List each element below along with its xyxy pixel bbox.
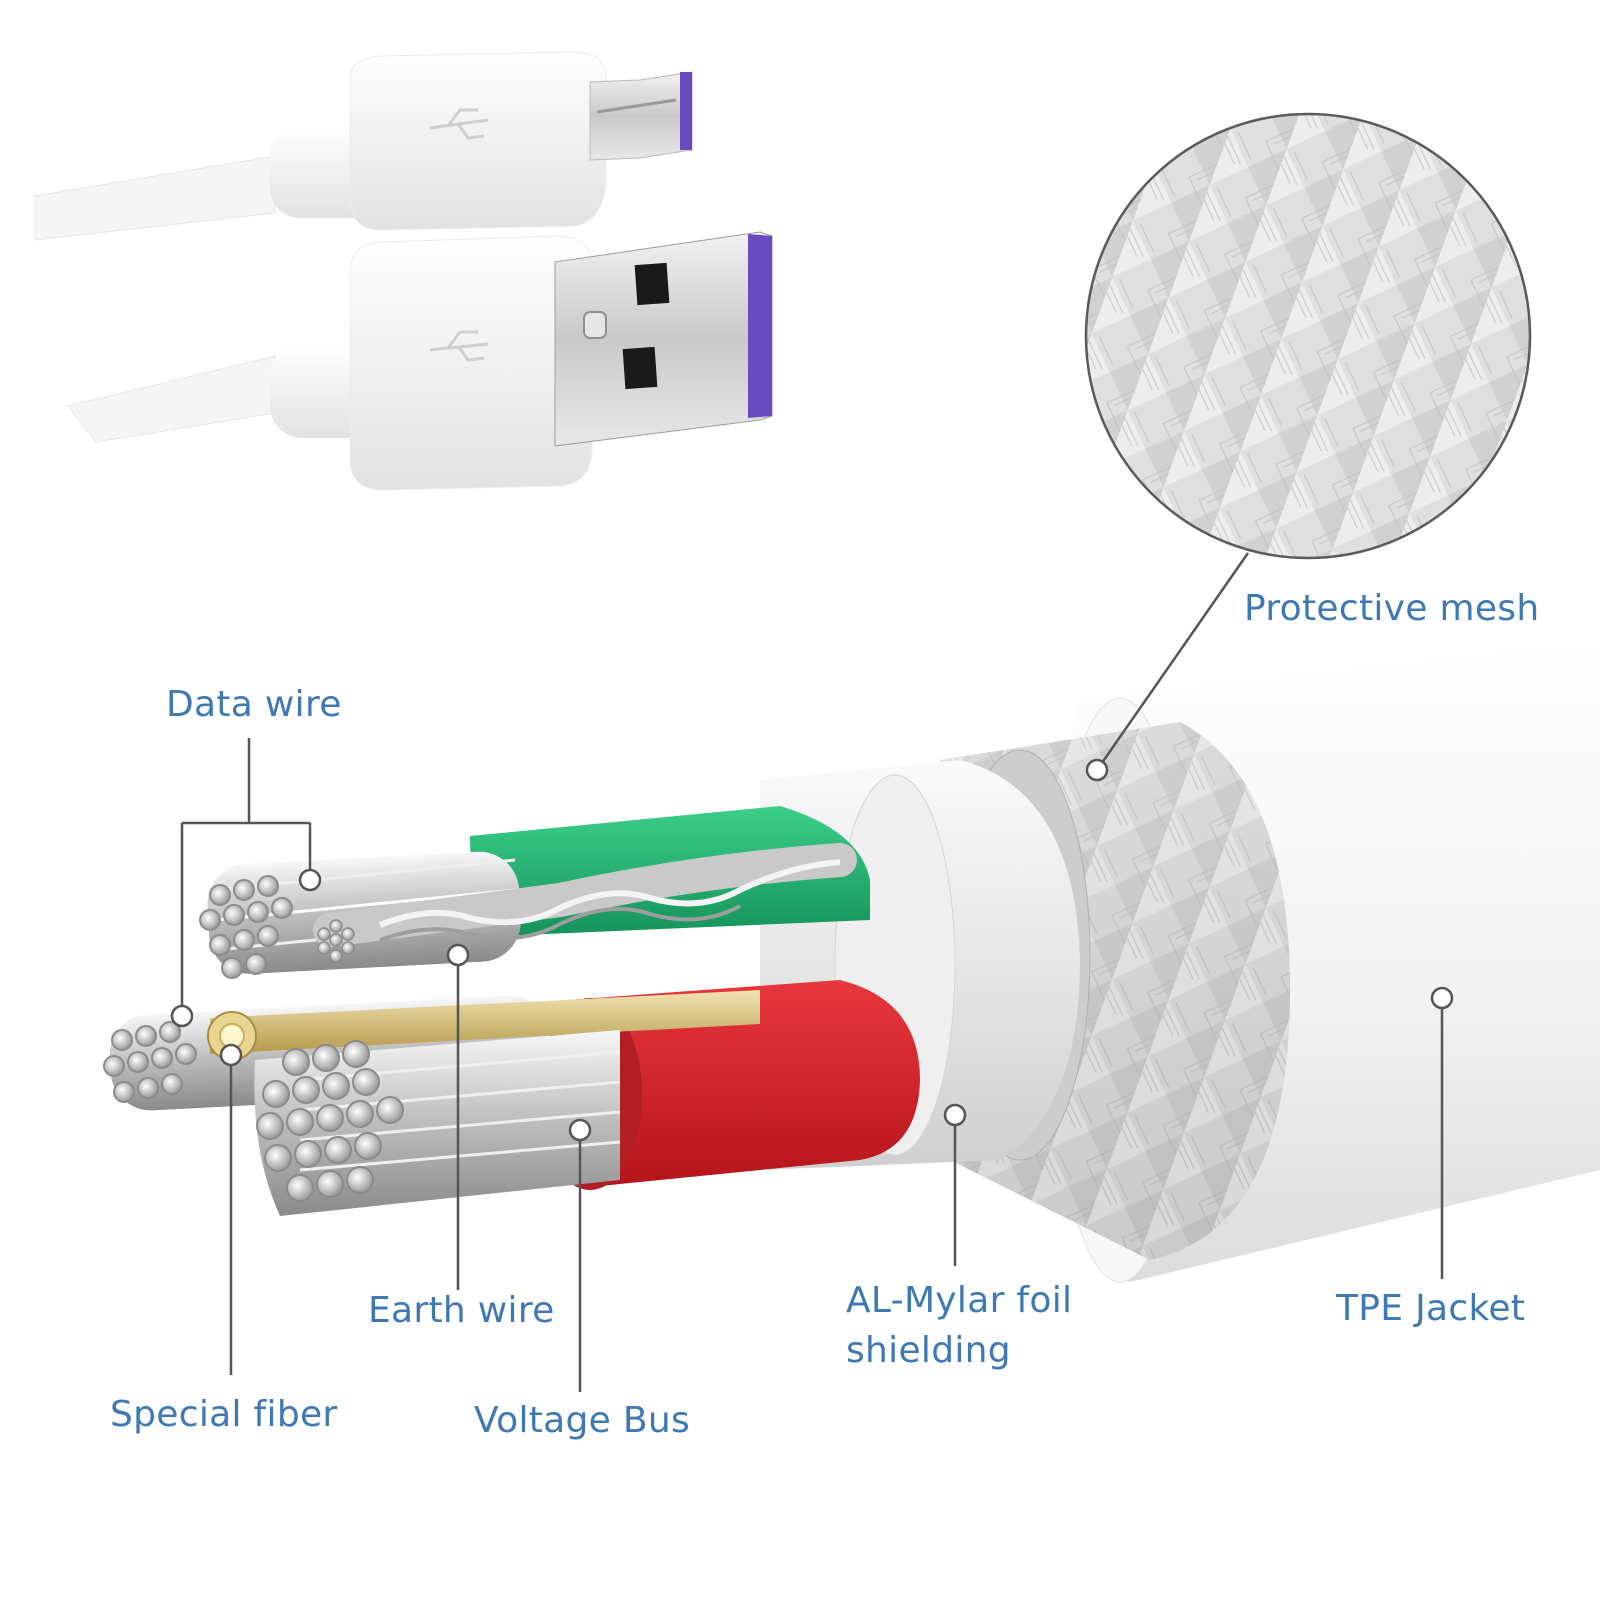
cable-cross-section <box>103 640 1600 1283</box>
label-tpe-jacket: TPE Jacket <box>1336 1288 1526 1329</box>
earth-wire-twisted <box>313 843 857 963</box>
label-protective-mesh: Protective mesh <box>1244 588 1540 629</box>
label-data-wire: Data wire <box>166 684 342 725</box>
leader-lines <box>180 552 1444 1392</box>
label-al-mylar-foil-line2: shielding <box>846 1330 1011 1371</box>
voltage-bus-strands <box>254 1030 621 1216</box>
label-special-fiber: Special fiber <box>110 1394 338 1435</box>
label-al-mylar-foil-line1: AL-Mylar foil <box>846 1280 1073 1321</box>
micro-usb-connector <box>34 51 693 241</box>
callout-dots <box>170 758 1454 1142</box>
usb-symbol-icon <box>429 108 489 140</box>
usb-symbol-icon <box>429 330 489 362</box>
usb-a-connector <box>67 231 773 491</box>
label-earth-wire: Earth wire <box>368 1290 555 1331</box>
label-voltage-bus: Voltage Bus <box>474 1400 691 1441</box>
mesh-magnifier <box>1084 112 1532 560</box>
